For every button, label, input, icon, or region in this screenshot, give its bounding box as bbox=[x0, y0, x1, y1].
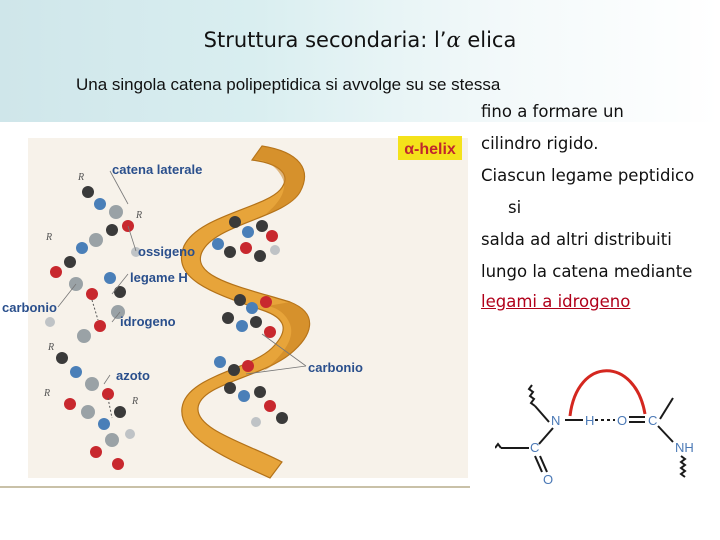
body-line-1: fino a formare un bbox=[481, 102, 624, 121]
header-band bbox=[0, 0, 720, 122]
title-alpha: α bbox=[446, 28, 461, 52]
svg-text:NH: NH bbox=[675, 440, 694, 455]
body-line-2: cilindro rigido. bbox=[481, 134, 599, 153]
svg-text:R: R bbox=[135, 210, 142, 221]
hbond-arc bbox=[568, 369, 647, 417]
alpha-helix-badge: α-helix bbox=[404, 141, 456, 158]
leader-lines bbox=[57, 170, 307, 385]
slide-title: Struttura secondaria: l’α elica bbox=[0, 28, 720, 52]
hydrogen-bond-link[interactable]: legami a idrogeno bbox=[481, 292, 631, 311]
svg-text:R: R bbox=[131, 396, 138, 407]
svg-text:H: H bbox=[585, 413, 594, 428]
svg-text:R: R bbox=[47, 342, 54, 353]
body-line-3: Ciascun legame peptidico bbox=[481, 166, 695, 185]
label-legame-h: legame H bbox=[130, 270, 188, 285]
title-prefix: Struttura secondaria: l’ bbox=[203, 28, 447, 52]
alpha-helix-figure: α-helix bbox=[0, 122, 470, 488]
body-line-5: salda ad altri distribuiti bbox=[481, 230, 672, 249]
hydrogen-bond-diagram: N H O C C NH O bbox=[494, 362, 695, 492]
label-idrogeno: idrogeno bbox=[120, 314, 176, 329]
label-azoto: azoto bbox=[116, 368, 150, 383]
svg-text:R: R bbox=[43, 388, 50, 399]
label-carbonio-right: carbonio bbox=[308, 360, 363, 375]
svg-text:R: R bbox=[77, 172, 84, 183]
figure-bottom-border bbox=[0, 486, 470, 488]
svg-text:C: C bbox=[648, 413, 657, 428]
helix-ribbon bbox=[181, 145, 311, 479]
r-groups: R R R R R R bbox=[43, 172, 142, 407]
body-line-4: si bbox=[508, 198, 522, 217]
body-line-6: lungo la catena mediante bbox=[481, 262, 693, 281]
title-suffix: elica bbox=[460, 28, 517, 52]
svg-text:C: C bbox=[530, 440, 539, 455]
chem-labels: N H O C C NH O bbox=[530, 413, 694, 487]
chem-bonds bbox=[494, 384, 687, 478]
label-catena-laterale: catena laterale bbox=[112, 162, 202, 177]
figure-labels: catena laterale ossigeno legame H carbon… bbox=[2, 162, 363, 383]
slide-subtitle: Una singola catena polipeptidica si avvo… bbox=[76, 75, 501, 94]
label-ossigeno: ossigeno bbox=[138, 244, 195, 259]
svg-text:N: N bbox=[551, 413, 560, 428]
svg-text:R: R bbox=[45, 232, 52, 243]
svg-text:O: O bbox=[617, 413, 627, 428]
svg-text:O: O bbox=[543, 472, 553, 487]
helix-atoms bbox=[212, 216, 288, 427]
label-carbonio-left: carbonio bbox=[2, 300, 57, 315]
